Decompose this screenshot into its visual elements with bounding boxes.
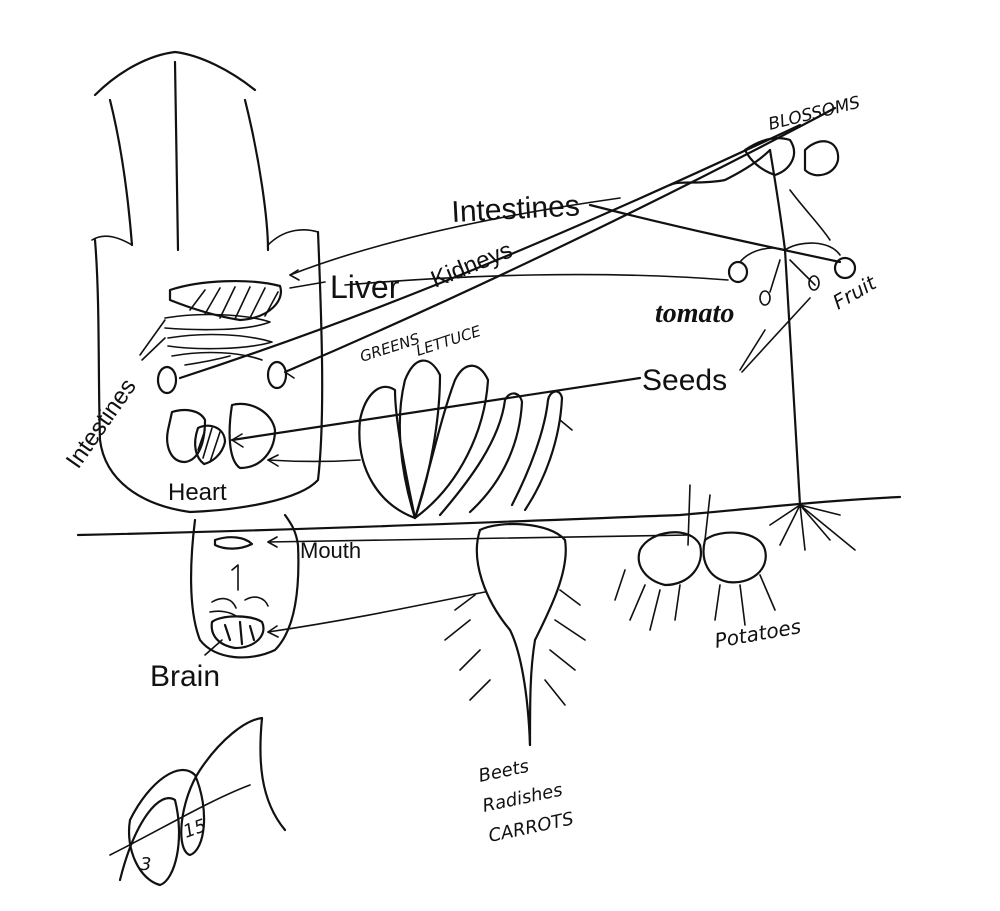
- figure-torso: [93, 230, 324, 514]
- label-lettuce: LETTUCE: [414, 322, 484, 360]
- ground-line: [76, 495, 902, 537]
- label-fruit: Fruit: [829, 270, 882, 314]
- label-potatoes: Potatoes: [713, 614, 803, 653]
- brain-organ: [210, 615, 265, 650]
- label-seeds: Seeds: [642, 364, 727, 397]
- lettuce-plant: [358, 359, 573, 520]
- label-beets: Beets: [477, 756, 531, 787]
- tomato-plant: [668, 136, 857, 551]
- label-brain: Brain: [150, 660, 220, 693]
- label-carrots: CARROTS: [487, 808, 576, 847]
- label-mouth: Mouth: [300, 538, 361, 563]
- figure-legs: [93, 50, 270, 252]
- label-kidneys: Kidneys: [427, 237, 516, 294]
- fruit-right: [833, 256, 857, 280]
- label-radishes: Radishes: [481, 779, 565, 816]
- kidney-right: [266, 360, 288, 390]
- label-intestines-side: Intestines: [61, 374, 142, 474]
- tomato-fruit: [727, 260, 749, 284]
- label-liver: Liver: [330, 269, 400, 305]
- liver-organ: [168, 280, 283, 322]
- potato-plant: [614, 484, 776, 631]
- label-intestines-top: Intestines: [451, 189, 581, 229]
- connection-lines: [139, 106, 842, 656]
- label-tomato: tomato: [655, 298, 734, 329]
- signature-number-3: 3: [140, 854, 151, 875]
- human-figure: [91, 50, 324, 659]
- root-vegetable: [444, 522, 586, 747]
- label-blossoms: BLOSSOMS: [766, 93, 862, 135]
- kidney-left: [156, 365, 178, 395]
- figure-mouth: [213, 536, 254, 550]
- intestines-organ: [164, 313, 273, 361]
- lungs: [166, 402, 277, 470]
- label-heart: Heart: [168, 479, 227, 506]
- signature-doodle: [109, 716, 287, 887]
- figure-head: [190, 513, 300, 659]
- heart-organ: [194, 424, 227, 466]
